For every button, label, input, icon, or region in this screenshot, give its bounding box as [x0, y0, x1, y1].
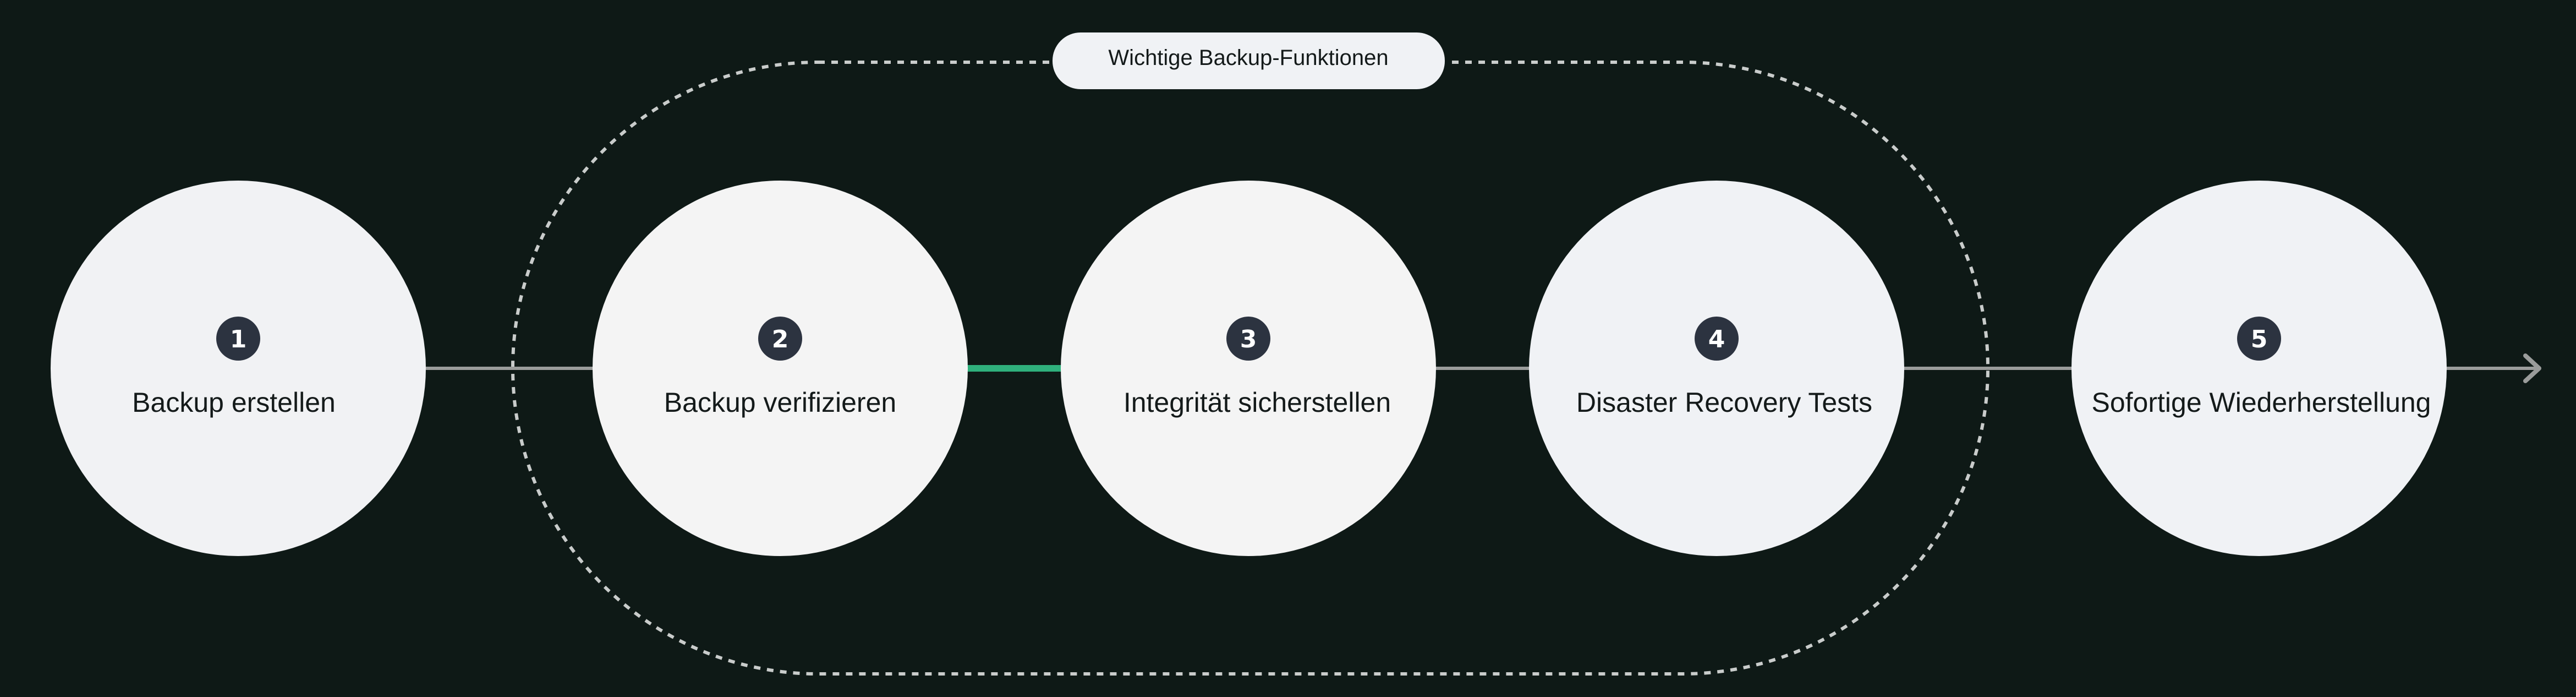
step-number: 1 [230, 325, 247, 353]
step-number: 3 [1240, 325, 1257, 353]
step-number-badge [216, 317, 260, 361]
step-number-badge [2237, 317, 2281, 361]
step-label: Backup erstellen [132, 387, 336, 418]
step-node-2[interactable]: 2 Backup verifizieren [593, 181, 968, 556]
step-number-badge [758, 317, 802, 361]
step-number-badge [1226, 317, 1270, 361]
step-node-3[interactable]: 3 Integrität sicherstellen [1061, 181, 1436, 556]
step-number: 5 [2251, 325, 2268, 353]
step-node-4[interactable]: 4 Disaster Recovery Tests [1529, 181, 1904, 556]
arrow-head-icon [2523, 353, 2541, 383]
step-label: Integrität sicherstellen [1123, 387, 1391, 418]
step-label: Backup verifizieren [664, 387, 896, 418]
step-number-badge [1695, 317, 1739, 361]
step-number: 4 [1708, 325, 1725, 353]
step-number: 2 [772, 325, 789, 353]
group-label: Wichtige Backup-Funktionen [1108, 46, 1388, 70]
step-node-1[interactable]: 1 Backup erstellen [51, 181, 426, 556]
step-label: Sofortige Wiederherstellung [2092, 387, 2431, 418]
step-node-5[interactable]: 5 Sofortige Wiederherstellung [2071, 181, 2447, 556]
group-label-pill: Wichtige Backup-Funktionen [1050, 30, 1447, 91]
step-label: Disaster Recovery Tests [1576, 387, 1872, 418]
